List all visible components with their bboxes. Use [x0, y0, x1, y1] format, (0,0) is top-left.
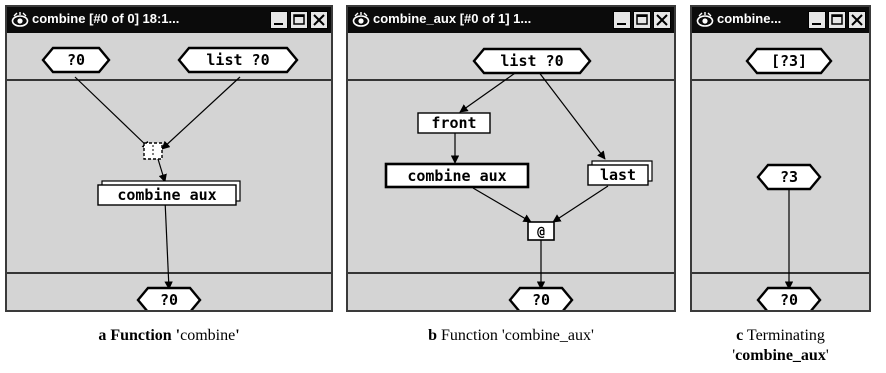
- minimize-button[interactable]: [270, 11, 288, 29]
- app-eye-icon: [696, 12, 714, 27]
- last-node-label: last: [600, 166, 636, 184]
- caption-quote: ': [235, 327, 240, 344]
- minimize-icon: [812, 23, 821, 25]
- intermediate-node-label: ?3: [780, 168, 798, 186]
- caption-function-name: combine_aux: [735, 347, 826, 364]
- window-combine: combine [#0 of 0] 18:1... ?0 list ?0: [5, 5, 333, 312]
- output-node[interactable]: ?0: [756, 286, 822, 310]
- window-terminating-combine-aux: combine... [?3] ?3 ?0: [690, 5, 871, 312]
- caption-text: Function 'combine_aux': [441, 327, 594, 344]
- maximize-icon: [636, 14, 648, 25]
- title-bar[interactable]: combine_aux [#0 of 1] 1...: [348, 7, 674, 33]
- output-node-label: ?0: [532, 291, 550, 309]
- caption-quote: ': [825, 347, 829, 364]
- edge: [164, 199, 173, 290]
- caption-function-name: combine: [180, 327, 236, 344]
- close-icon: [313, 14, 325, 26]
- edge: [161, 76, 241, 150]
- edge: [537, 70, 606, 160]
- last-node[interactable]: last: [587, 160, 653, 186]
- minimize-icon: [617, 23, 626, 25]
- maximize-button[interactable]: [290, 11, 308, 29]
- input-node-label: [?3]: [771, 52, 807, 70]
- edge: [472, 187, 532, 223]
- caption-a: a Function 'combine': [5, 326, 333, 346]
- window-combine-aux: combine_aux [#0 of 1] 1... list ?0 front: [346, 5, 676, 312]
- input-node-label: list ?0: [206, 51, 269, 69]
- maximize-button[interactable]: [633, 11, 651, 29]
- caption-letter: a: [98, 327, 107, 344]
- function-call-label: combine aux: [117, 186, 216, 204]
- close-button[interactable]: [653, 11, 671, 29]
- output-node-label: ?0: [780, 291, 798, 309]
- intermediate-node[interactable]: ?3: [756, 163, 822, 191]
- diagram-canvas: [?3] ?3 ?0: [692, 47, 869, 310]
- append-node-label: @: [537, 225, 545, 240]
- function-call-node[interactable]: combine aux: [384, 162, 530, 189]
- input-node[interactable]: list ?0: [177, 46, 299, 74]
- input-node[interactable]: ?0: [41, 46, 111, 74]
- window-title: combine...: [717, 11, 782, 26]
- edge: [459, 70, 519, 113]
- close-button[interactable]: [310, 11, 328, 29]
- front-node-label: front: [431, 114, 476, 132]
- close-button[interactable]: [848, 11, 866, 29]
- input-node-label: ?0: [67, 51, 85, 69]
- edge: [157, 158, 167, 183]
- front-node[interactable]: front: [417, 112, 491, 134]
- window-title: combine_aux [#0 of 1] 1...: [373, 11, 532, 26]
- function-call-node[interactable]: combine aux: [97, 180, 241, 206]
- caption-c: c Terminating 'combine_aux': [690, 326, 871, 366]
- caption-letter: b: [428, 327, 438, 344]
- window-title: combine [#0 of 0] 18:1...: [32, 11, 180, 26]
- edge: [552, 185, 609, 223]
- diagram-canvas: ?0 list ?0 combine aux ?0: [7, 46, 331, 310]
- close-icon: [656, 14, 668, 26]
- minimize-icon: [274, 23, 283, 25]
- close-icon: [851, 14, 863, 26]
- diagram-canvas: list ?0 front last combine aux @ ?0: [348, 47, 674, 310]
- output-node-label: ?0: [160, 291, 178, 309]
- caption-b: b Function 'combine_aux': [346, 326, 676, 346]
- input-node[interactable]: list ?0: [472, 47, 592, 75]
- output-node[interactable]: ?0: [508, 286, 574, 310]
- maximize-icon: [293, 14, 305, 25]
- app-eye-icon: [11, 12, 29, 27]
- caption-text: Terminating: [746, 327, 825, 344]
- input-node[interactable]: [?3]: [745, 47, 833, 75]
- output-node[interactable]: ?0: [136, 286, 202, 310]
- caption-letter: c: [736, 327, 744, 344]
- edge: [74, 76, 151, 150]
- caption-text: Function ': [110, 327, 181, 344]
- minimize-button[interactable]: [808, 11, 826, 29]
- maximize-icon: [831, 14, 843, 25]
- input-node-label: list ?0: [500, 52, 563, 70]
- caption-quote: ': [732, 347, 736, 364]
- append-node[interactable]: @: [527, 221, 555, 241]
- title-bar[interactable]: combine [#0 of 0] 18:1...: [7, 7, 331, 33]
- maximize-button[interactable]: [828, 11, 846, 29]
- title-bar[interactable]: combine...: [692, 7, 869, 33]
- tuple-node[interactable]: [143, 142, 163, 160]
- minimize-button[interactable]: [613, 11, 631, 29]
- app-eye-icon: [352, 12, 370, 27]
- function-call-label: combine aux: [407, 167, 506, 185]
